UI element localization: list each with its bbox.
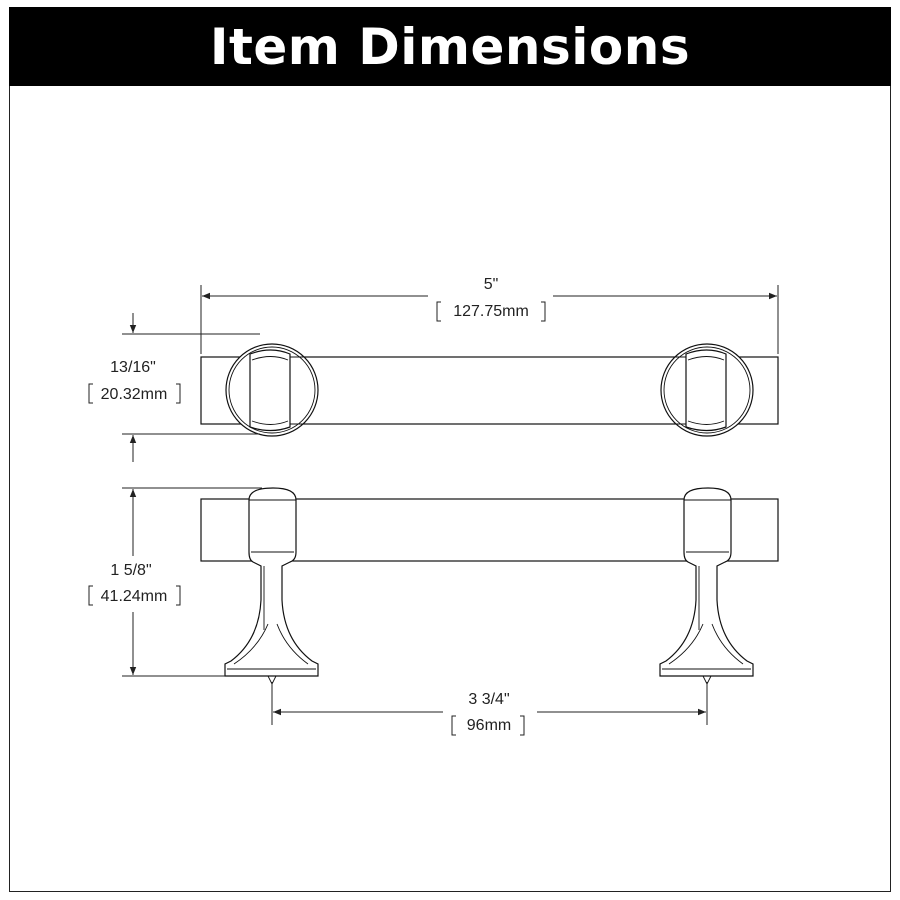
right-post-top-view	[660, 343, 754, 437]
center-to-center-metric: 96mm	[467, 717, 511, 734]
overall-length-metric: 127.75mm	[453, 303, 529, 320]
height-imperial: 13/16"	[110, 359, 156, 376]
height-metric: 20.32mm	[101, 386, 168, 403]
center-to-center-imperial: 3 3/4"	[468, 691, 509, 708]
left-post-side-view	[224, 487, 319, 677]
left-post-top-view	[225, 343, 319, 437]
projection-metric: 41.24mm	[101, 588, 168, 605]
projection-dimension: 1 5/8" 41.24mm	[88, 487, 262, 677]
height-dimension: 13/16" 20.32mm	[88, 313, 260, 462]
overall-length-imperial: 5"	[484, 276, 499, 293]
bar-side-view	[200, 498, 779, 562]
side-view	[200, 487, 779, 686]
top-view	[200, 343, 779, 437]
projection-imperial: 1 5/8"	[110, 562, 151, 579]
page-title: Item Dimensions	[9, 7, 891, 86]
center-to-center-dimension: 3 3/4" 96mm	[271, 682, 708, 736]
overall-length-dimension: 5" 127.75mm	[200, 276, 779, 354]
right-post-side-view	[659, 487, 754, 677]
drawing-frame	[9, 7, 891, 892]
